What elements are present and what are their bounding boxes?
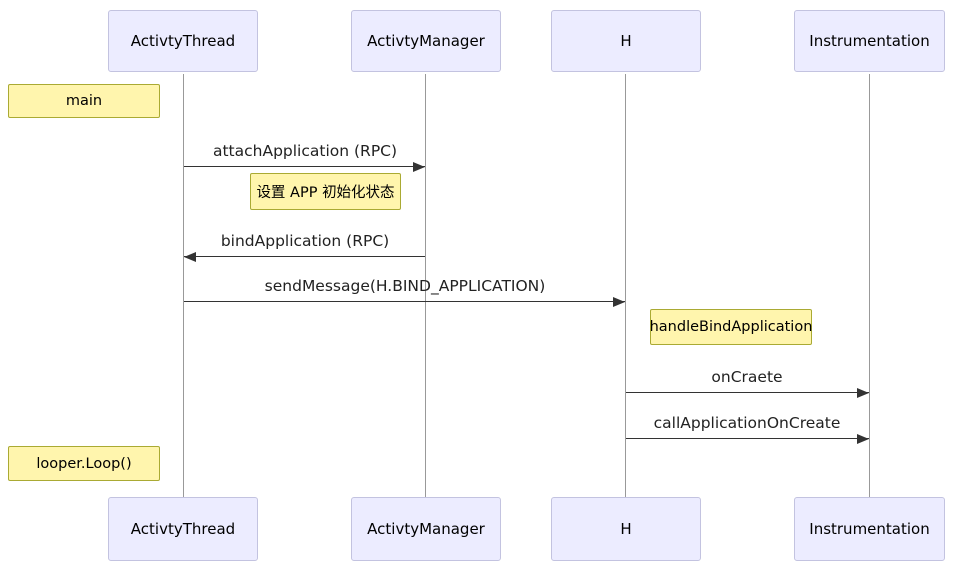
- note-looper-loop: looper.Loop(): [8, 446, 160, 481]
- arrowhead-left-icon: [184, 252, 196, 262]
- note-main: main: [8, 84, 160, 118]
- message-line: [626, 392, 869, 393]
- arrowhead-right-icon: [613, 297, 625, 307]
- message-label-on-craete: onCraete: [711, 368, 783, 386]
- lifeline-instrumentation: [869, 74, 870, 497]
- participant-top-h: H: [551, 10, 701, 72]
- message-label-bind-application: bindApplication (RPC): [220, 232, 390, 250]
- participant-bottom-activtythread: ActivtyThread: [108, 497, 258, 561]
- arrowhead-right-icon: [857, 388, 869, 398]
- note-handle-bind-application: handleBindApplication: [650, 309, 812, 345]
- lifeline-activtythread: [183, 74, 184, 497]
- arrowhead-right-icon: [413, 162, 425, 172]
- participant-bottom-instrumentation: Instrumentation: [794, 497, 945, 561]
- lifeline-activtymanager: [425, 74, 426, 497]
- participant-top-activtymanager: ActivtyManager: [351, 10, 501, 72]
- message-line: [626, 438, 869, 439]
- message-line: [184, 301, 625, 302]
- participant-bottom-activtymanager: ActivtyManager: [351, 497, 501, 561]
- participant-top-instrumentation: Instrumentation: [794, 10, 945, 72]
- lifeline-h: [625, 74, 626, 497]
- message-label-send-message: sendMessage(H.BIND_APPLICATION): [264, 277, 546, 295]
- note-app-init-state: 设置 APP 初始化状态: [250, 173, 401, 210]
- participant-top-activtythread: ActivtyThread: [108, 10, 258, 72]
- arrowhead-right-icon: [857, 434, 869, 444]
- message-label-call-application-on-create: callApplicationOnCreate: [653, 414, 841, 432]
- message-label-attach-application: attachApplication (RPC): [212, 142, 398, 160]
- message-line: [184, 256, 425, 257]
- participant-bottom-h: H: [551, 497, 701, 561]
- message-line: [184, 166, 425, 167]
